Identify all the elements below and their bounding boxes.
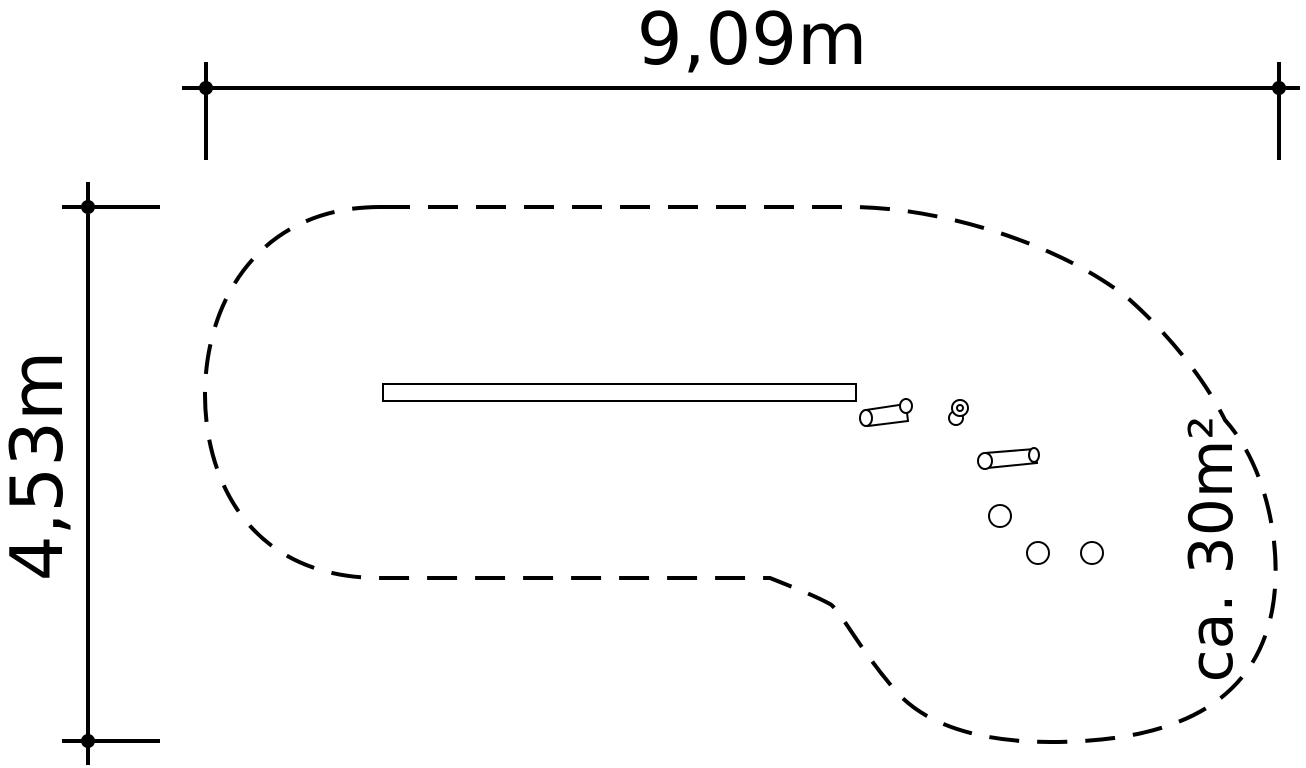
area-label: ca. 30m²: [1177, 416, 1247, 683]
width-dimension-left-dot: [199, 81, 213, 95]
stepping-stone: [988, 504, 1012, 528]
log-element: [859, 398, 913, 428]
stepping-post: [948, 399, 969, 426]
width-dimension-label: 9,09m: [637, 0, 867, 81]
height-dimension-label: 4,53m: [0, 351, 79, 581]
height-dimension-bottom-dot: [81, 734, 95, 748]
stepping-stone: [1080, 541, 1104, 565]
stepping-stone: [1026, 541, 1050, 565]
balance-beam: [382, 383, 857, 402]
height-dimension-top-dot: [81, 200, 95, 214]
width-dimension: [182, 62, 1300, 160]
safety-area-outline: [202, 205, 1278, 745]
width-dimension-right-dot: [1272, 81, 1286, 95]
height-dimension: [62, 182, 160, 765]
log-element: [977, 447, 1040, 470]
